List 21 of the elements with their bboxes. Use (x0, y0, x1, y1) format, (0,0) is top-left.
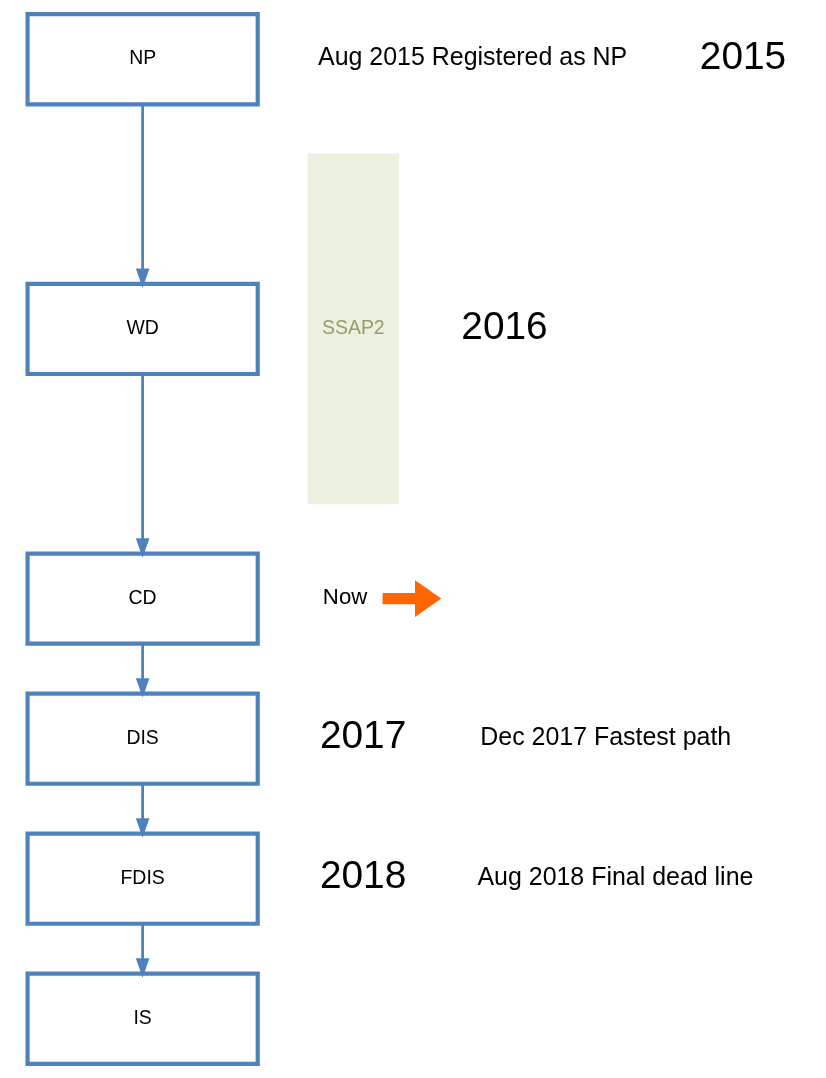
node-text: Now (322, 583, 368, 609)
label: Aug 2018 Final dead line (477, 861, 754, 890)
arrow (382, 580, 442, 618)
arrow (135, 923, 150, 978)
label: 2015 (699, 33, 787, 77)
arrow (135, 374, 150, 558)
node-box: DIS (25, 691, 260, 786)
node-box: NP (25, 12, 260, 107)
node-box: CD (25, 551, 260, 646)
node-box: WD (25, 281, 260, 377)
label: Dec 2017 Fastest path (480, 721, 732, 750)
arrow (135, 104, 150, 289)
arrow (135, 643, 150, 698)
node-box: FDIS (25, 831, 260, 926)
arrow (135, 783, 150, 838)
node-box: IS (25, 971, 260, 1066)
label: 2018 (319, 853, 407, 897)
node-box: SSAP2 (307, 153, 400, 505)
label: 2016 (461, 303, 548, 347)
label: Aug 2015 Registered as NP (318, 42, 628, 71)
label: 2017 (319, 713, 407, 757)
